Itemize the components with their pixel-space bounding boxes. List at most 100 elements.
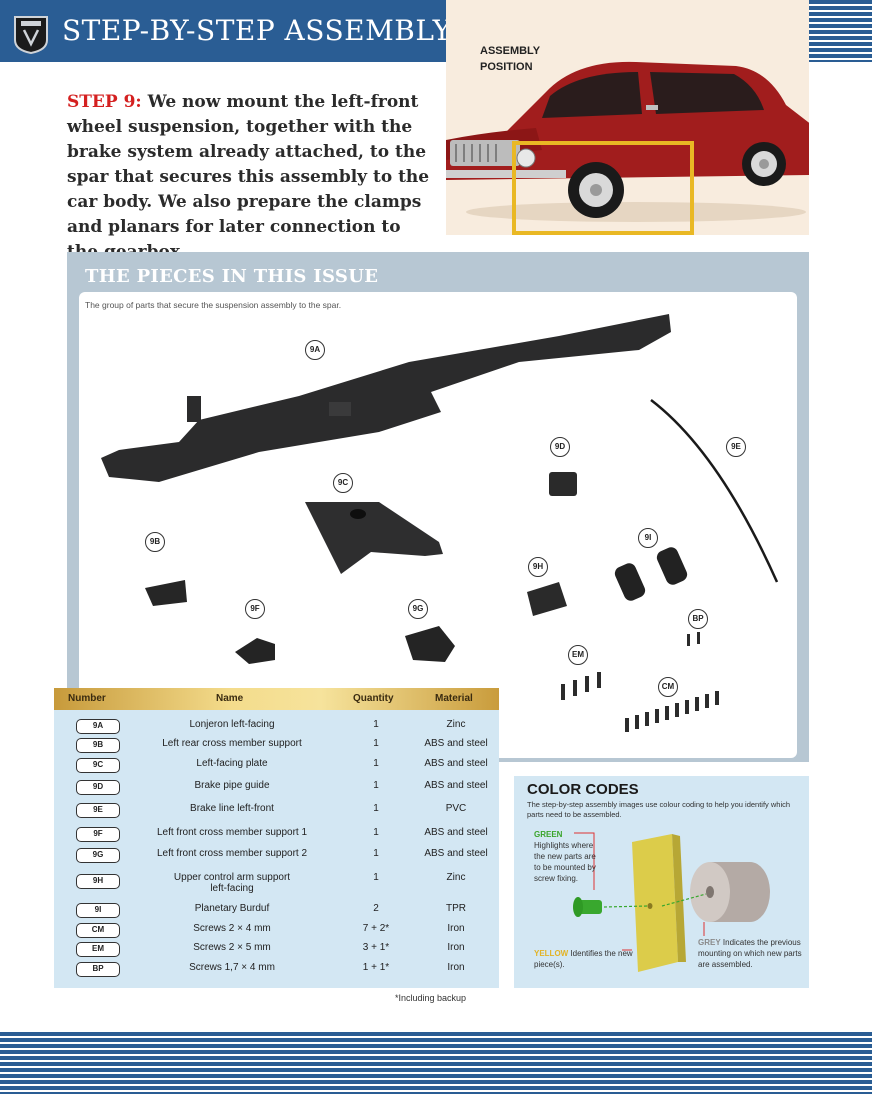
grey-code: GREY Indicates the previous mounting on … [698,937,808,970]
row-quantity: 1 [373,848,379,859]
row-material: TPR [446,903,466,914]
table-row: 9D Brake pipe guide 1 ABS and steel [54,780,499,800]
row-material: ABS and steel [424,780,488,791]
row-quantity: 1 [373,758,379,769]
part-9b-support [145,580,187,606]
part-9i-burduf-2 [656,547,688,585]
row-quantity: 7 + 2* [362,923,390,934]
header-number: Number [68,693,106,704]
callout-em: EM [568,645,588,665]
callout-9d: 9D [550,437,570,457]
row-material: Iron [447,923,465,934]
grey-text: Indicates the previous mounting on which… [698,938,802,969]
row-name: Left rear cross member support [162,738,302,749]
row-quantity: 1 [373,803,379,814]
row-name: Screws 2 × 5 mm [193,942,271,953]
callout-9a: 9A [305,340,325,360]
table-row: 9B Left rear cross member support 1 ABS … [54,738,499,758]
pieces-panel: THE PIECES IN THIS ISSUE The group of pa… [67,252,809,762]
row-material: Zinc [446,872,466,883]
color-codes-title: COLOR CODES [527,781,639,798]
color-codes-panel: COLOR CODES The step-by-step assembly im… [514,776,809,988]
table-row: 9C Left-facing plate 1 ABS and steel [54,758,499,778]
callout-9h: 9H [528,557,548,577]
header-material: Material [435,693,473,704]
row-name: Planetary Burduf [194,903,270,914]
pieces-subtitle: The group of parts that secure the suspe… [85,300,342,310]
callout-9g: 9G [408,599,428,619]
screws-bp [687,632,700,646]
table-row: 9G Left front cross member support 2 1 A… [54,848,499,868]
screws-em [561,672,601,700]
row-quantity: 1 [373,719,379,730]
table-row: 9I Planetary Burduf 2 TPR [54,903,499,923]
part-9a-spar [101,314,671,482]
yellow-text: Identifies the new piece(s). [534,949,633,969]
row-name: Left front cross member support 2 [156,848,308,859]
color-codes-illustration [573,832,770,972]
table-row: EM Screws 2 × 5 mm 3 + 1* Iron [54,942,499,962]
green-text: Highlights where the new parts are to be… [534,841,596,883]
brand-badge-icon [14,16,48,54]
yellow-keyword: YELLOW [534,949,569,958]
row-name: Brake pipe guide [194,780,270,791]
header-quantity: Quantity [353,693,394,704]
assembly-position-panel: ASSEMBLY POSITION [446,0,809,235]
callout-bp: BP [688,609,708,629]
callout-9f: 9F [245,599,265,619]
row-quantity: 3 + 1* [362,942,390,953]
callout-cm: CM [658,677,678,697]
screws-cm [625,691,719,732]
assembly-position-label: ASSEMBLY POSITION [480,45,541,73]
green-code: GREEN Highlights where the new parts are … [534,829,596,884]
row-material: ABS and steel [424,827,488,838]
row-material: Iron [447,962,465,973]
pieces-title: THE PIECES IN THIS ISSUE [85,266,379,287]
car-illustration [446,61,809,235]
callout-9b: 9B [145,532,165,552]
color-codes-description: The step-by-step assembly images use col… [527,800,791,819]
row-name: Screws 2 × 4 mm [193,923,271,934]
part-9f-support [235,638,275,664]
row-quantity: 2 [373,903,379,914]
part-9g-support [405,626,455,662]
row-name: Screws 1,7 × 4 mm [189,962,275,973]
row-quantity: 1 + 1* [362,962,390,973]
pieces-image-area: The group of parts that secure the suspe… [79,292,797,758]
row-number: 9D [76,780,120,795]
part-9i-burduf-1 [614,563,646,601]
page-title: STEP-BY-STEP ASSEMBLY [62,14,452,47]
row-number: BP [76,962,120,977]
part-9e-brake-line [650,399,779,583]
table-row: BP Screws 1,7 × 4 mm 1 + 1* Iron [54,962,499,982]
row-name: Left-facing plate [196,758,268,769]
green-keyword: GREEN [534,830,563,839]
row-quantity: 1 [373,827,379,838]
row-number: CM [76,923,120,938]
step-description: We now mount the left-front wheel suspen… [67,92,430,262]
part-9c-plate [305,502,443,574]
row-name: Upper control arm support left-facing [173,872,291,894]
row-material: Iron [447,942,465,953]
row-name: Lonjeron left-facing [189,719,275,730]
row-material: ABS and steel [424,738,488,749]
row-material: Zinc [446,719,466,730]
table-row: 9H Upper control arm support left-facing… [54,872,499,896]
header-bar: STEP-BY-STEP ASSEMBLY [0,0,451,62]
grey-keyword: GREY [698,938,721,947]
bottom-stripes [0,1032,872,1094]
table-row: 9E Brake line left-front 1 PVC [54,803,499,823]
row-material: ABS and steel [424,758,488,769]
yellow-code: YELLOW Identifies the new piece(s). [534,948,634,970]
callout-9e: 9E [726,437,746,457]
table-row: 9F Left front cross member support 1 1 A… [54,827,499,847]
table-row: 9A Lonjeron left-facing 1 Zinc [54,719,499,739]
row-number: 9F [76,827,120,842]
row-quantity: 1 [373,738,379,749]
step-label: STEP 9: [67,92,142,112]
row-number: EM [76,942,120,957]
table-header: Number Name Quantity Material [54,688,499,710]
row-number: 9H [76,874,120,889]
table-footnote: *Including backup [395,993,467,1003]
callout-9c: 9C [333,473,353,493]
